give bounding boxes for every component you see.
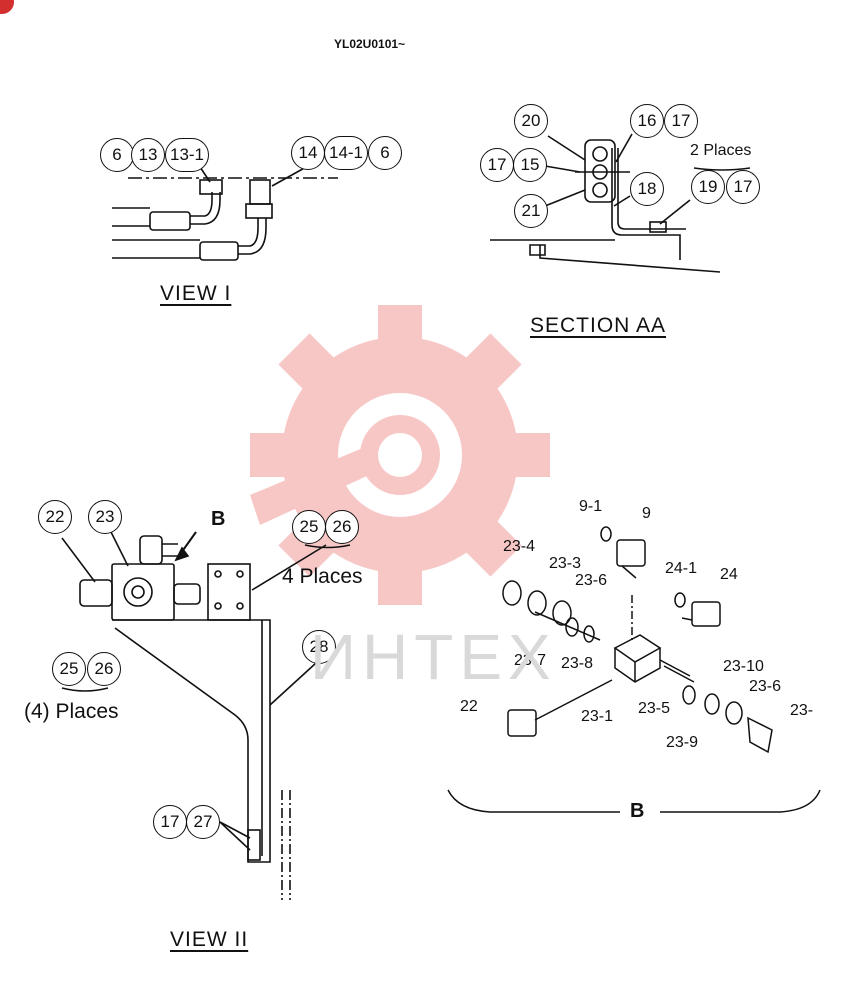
callout-17d: 17 <box>153 805 187 839</box>
detail-b-drawing <box>447 526 821 813</box>
callout-17c: 17 <box>726 170 760 204</box>
callout-13: 13 <box>131 138 165 172</box>
view-1-drawing <box>112 163 338 261</box>
part-24: 24 <box>720 566 738 583</box>
watermark-text: ИНТЕХ <box>310 621 557 693</box>
section-aa-note: 2 Places <box>690 142 752 159</box>
callout-22: 22 <box>38 500 72 534</box>
callout-14-1: 14-1 <box>324 136 368 170</box>
callout-6: 6 <box>100 138 134 172</box>
part-23-9: 23-9 <box>666 734 699 751</box>
part-23-8: 23-8 <box>561 655 594 672</box>
part-9: 9 <box>642 505 651 522</box>
watermark-gear-icon <box>250 305 550 605</box>
part-24-1: 24-1 <box>665 560 698 577</box>
callout-20: 20 <box>514 104 548 138</box>
part-22: 22 <box>460 698 478 715</box>
part-23-7: 23-7 <box>514 652 547 669</box>
part-23-trunc: 23- <box>790 702 814 719</box>
section-aa-drawing <box>490 133 751 273</box>
detail-b-letter: B <box>211 508 226 530</box>
callout-25b: 25 <box>52 652 86 686</box>
callout-21: 21 <box>514 194 548 228</box>
drawing-code: YL02U0101~ <box>334 37 406 51</box>
view-2-note-4-places-paren: (4) Places <box>24 700 119 723</box>
view-2-title: VIEW II <box>170 928 249 951</box>
view-2-drawing <box>61 529 351 900</box>
part-9-1: 9-1 <box>579 498 603 515</box>
callout-19: 19 <box>691 170 725 204</box>
callout-27: 27 <box>186 805 220 839</box>
detail-b-label: B <box>630 800 645 822</box>
callout-23: 23 <box>88 500 122 534</box>
callout-26a: 26 <box>325 510 359 544</box>
part-23-3: 23-3 <box>549 555 582 572</box>
part-23-4: 23-4 <box>503 538 536 555</box>
callout-18: 18 <box>630 172 664 206</box>
view-1-title: VIEW I <box>160 282 232 305</box>
part-23-6a: 23-6 <box>575 572 608 589</box>
callout-26b: 26 <box>87 652 121 686</box>
part-23-5: 23-5 <box>638 700 671 717</box>
callout-15: 15 <box>513 148 547 182</box>
callout-28: 28 <box>302 630 336 664</box>
callout-17a: 17 <box>664 104 698 138</box>
callout-13-1: 13-1 <box>165 138 209 172</box>
callout-25a: 25 <box>292 510 326 544</box>
callout-16: 16 <box>630 104 664 138</box>
callout-17b: 17 <box>480 148 514 182</box>
part-23-6b: 23-6 <box>749 678 782 695</box>
section-aa-title: SECTION AA <box>530 314 667 337</box>
callout-6b: 6 <box>368 136 402 170</box>
view-2-note-4-places: 4 Places <box>282 565 363 588</box>
part-23-10: 23-10 <box>723 658 764 675</box>
part-23-1: 23-1 <box>581 708 614 725</box>
callout-14: 14 <box>291 136 325 170</box>
